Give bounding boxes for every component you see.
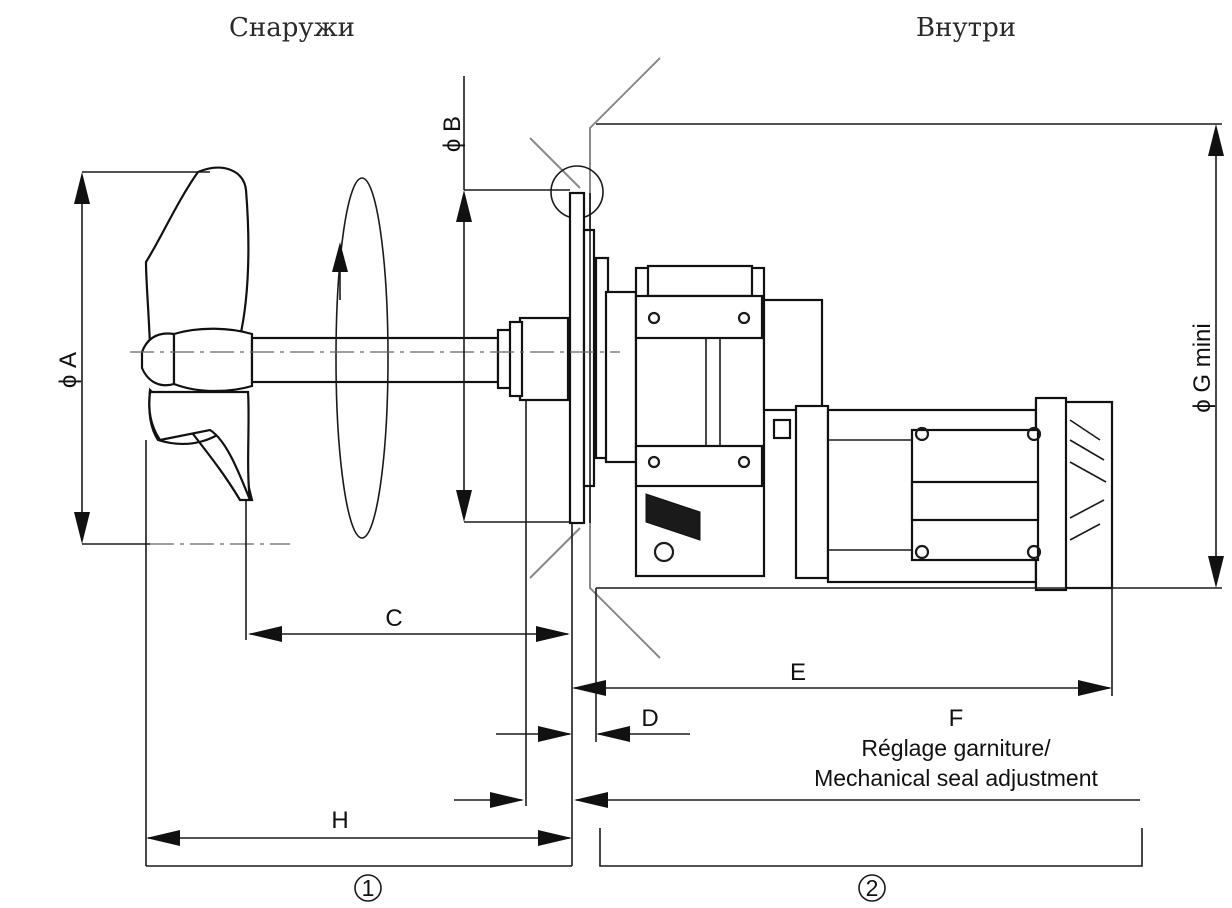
agitator-shaft	[250, 316, 570, 402]
gearbox	[604, 264, 824, 578]
dimension-d-label: D	[641, 705, 658, 732]
dimension-a	[74, 171, 210, 545]
dimension-e-label: E	[790, 659, 806, 686]
dimension-e	[572, 680, 1112, 696]
zone-marker-1: 1	[354, 874, 382, 902]
rotation-indicator	[332, 177, 389, 539]
dimension-f-label: F	[949, 705, 964, 732]
outside-label: Снаружи	[229, 13, 355, 43]
dimension-g-label: ϕ G mini	[1189, 323, 1216, 412]
dimension-h	[146, 830, 572, 846]
dimension-a-label: ϕ A	[55, 352, 82, 388]
inside-label: Внутри	[916, 13, 1016, 43]
impeller-propeller	[140, 166, 254, 502]
seal-note-line1: Réglage garniture/	[861, 735, 1051, 761]
dimension-b-label: ϕ B	[439, 116, 466, 152]
dimension-d	[496, 726, 690, 742]
dimension-h-label: H	[331, 807, 348, 834]
dimension-f	[454, 792, 1140, 808]
mounting-flange	[568, 191, 610, 525]
zone-1-number: 1	[362, 875, 375, 901]
electric-motor	[772, 396, 1114, 592]
zone-marker-2: 2	[858, 874, 886, 902]
zone-brackets	[146, 828, 1143, 867]
dimension-c-label: C	[385, 605, 402, 632]
dimension-g	[596, 123, 1224, 589]
dimension-c	[248, 626, 570, 642]
dimension-b	[456, 76, 570, 523]
seal-note-line2: Mechanical seal adjustment	[814, 765, 1098, 791]
zone-2-number: 2	[866, 875, 879, 901]
